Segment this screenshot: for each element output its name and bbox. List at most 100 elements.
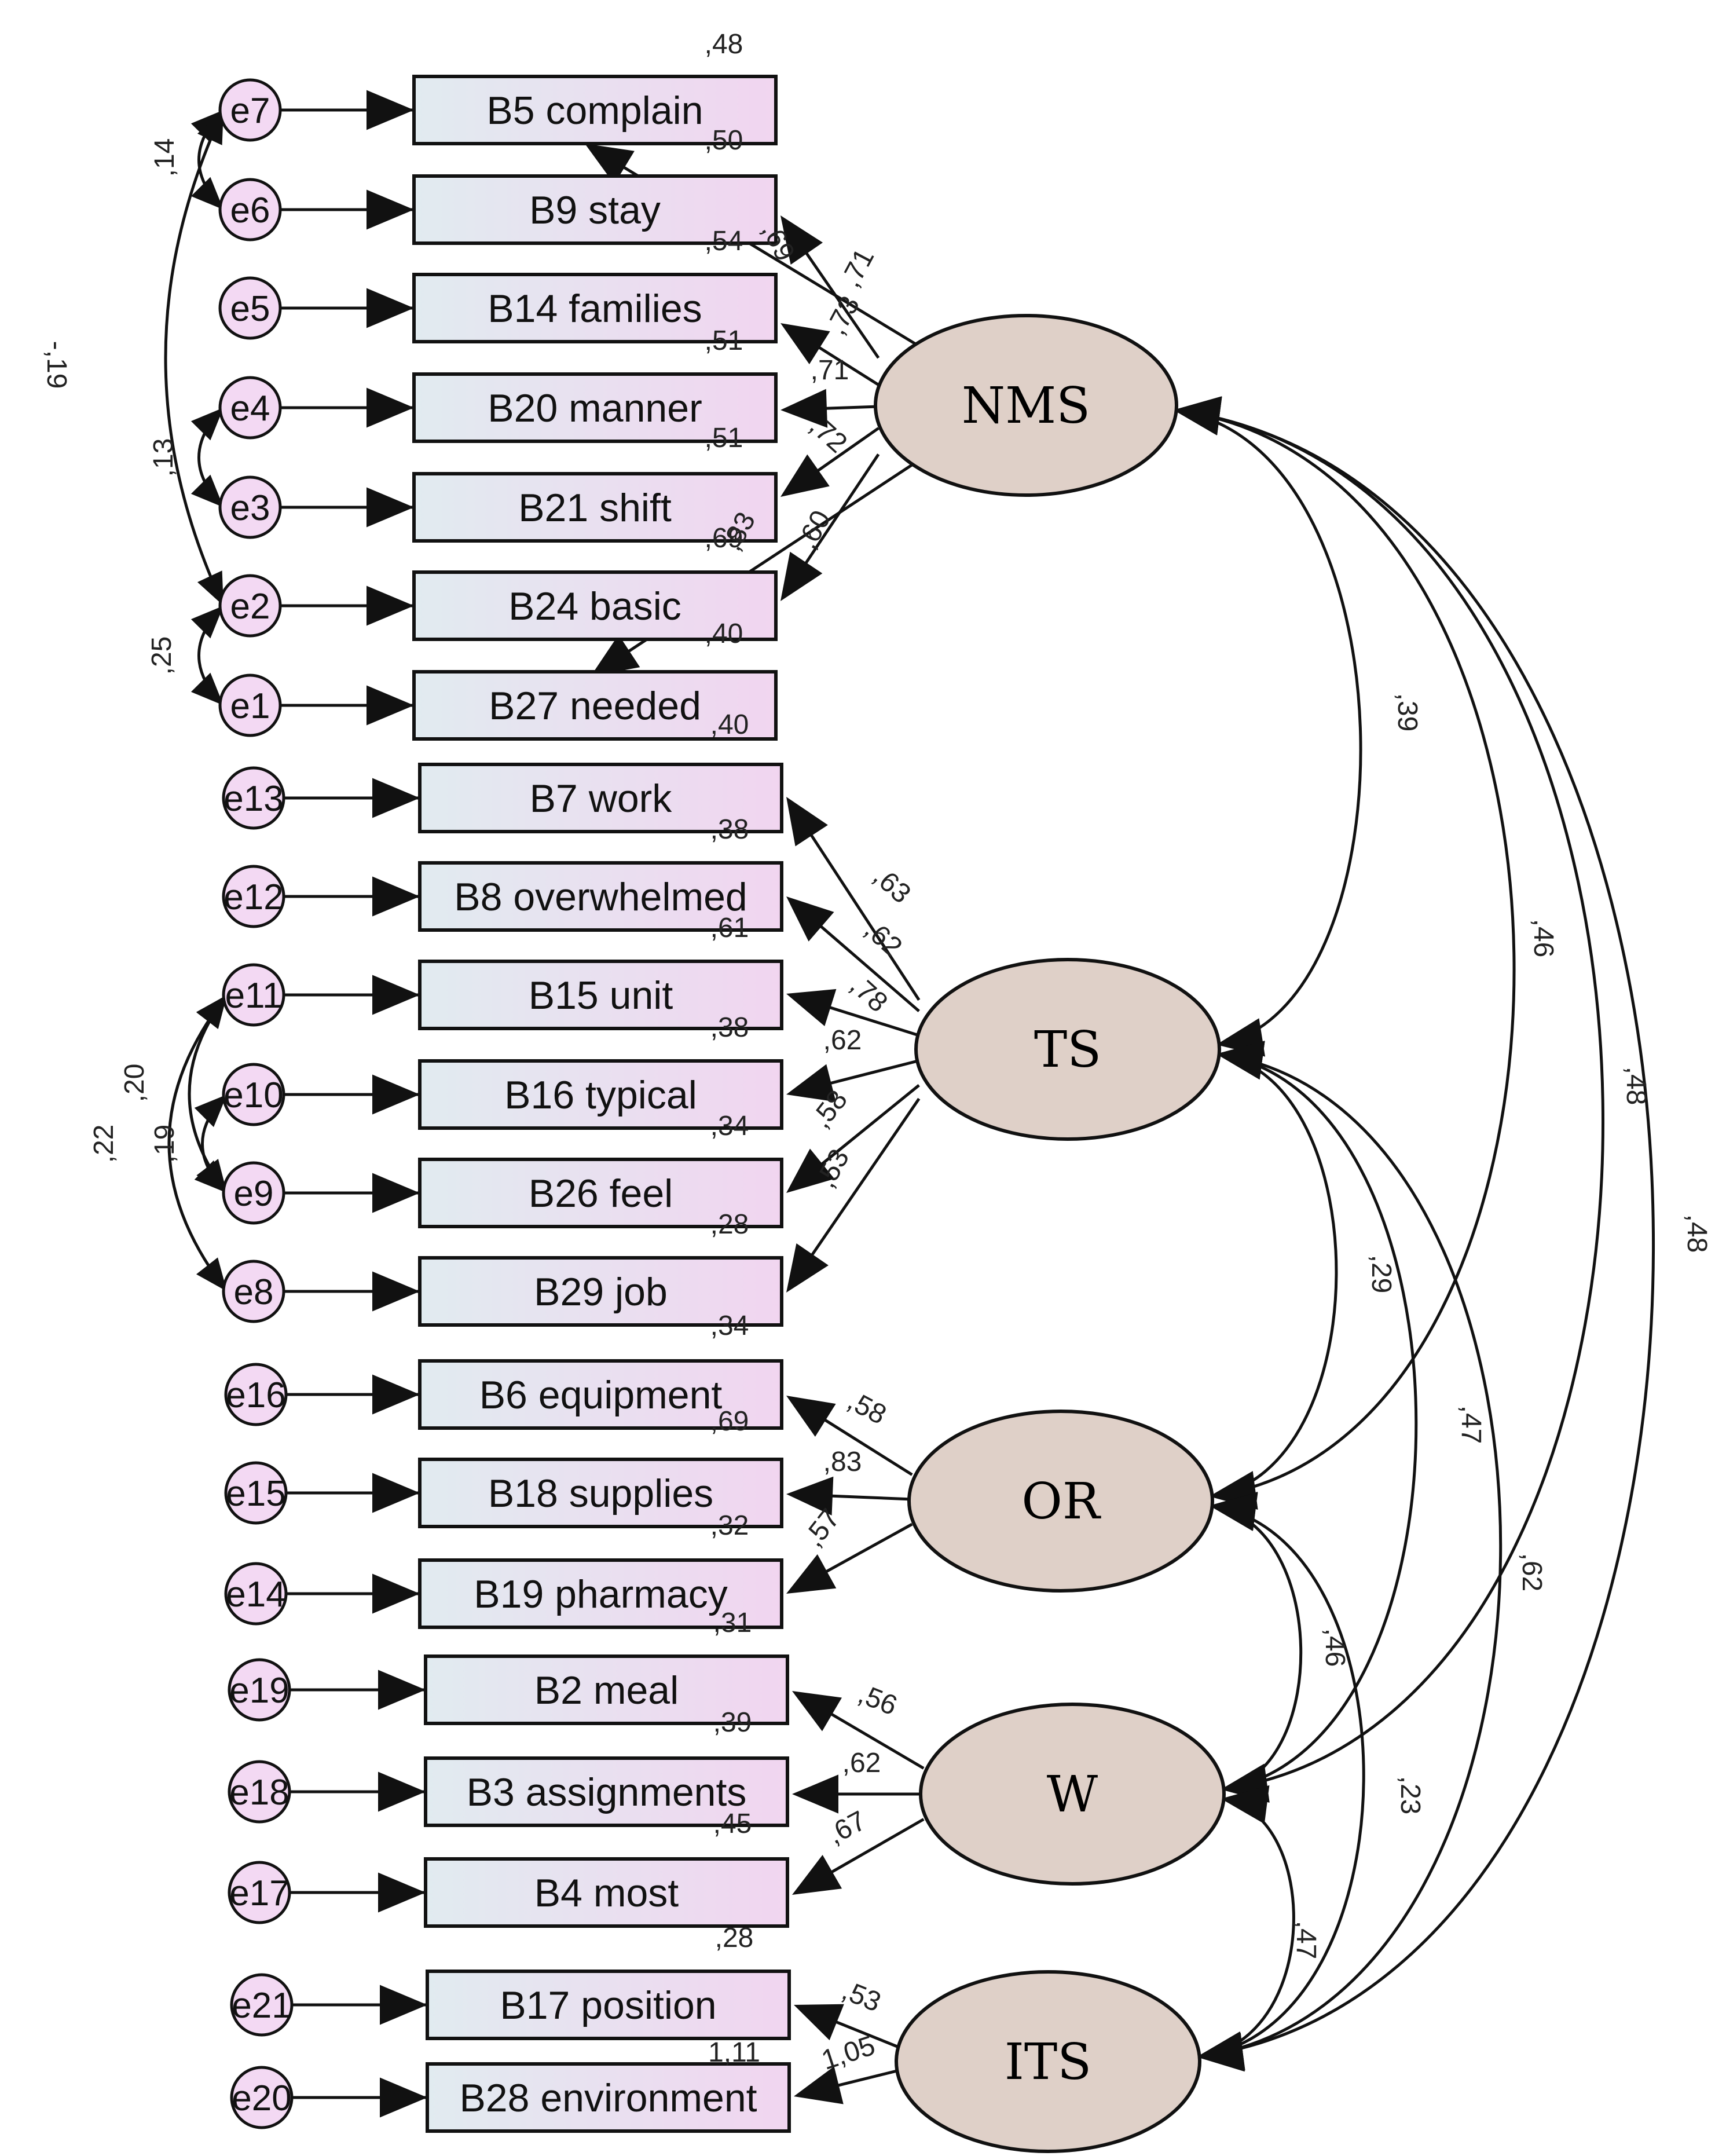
- error-term-circle: [218, 78, 282, 142]
- error-covariance-value: ,25: [146, 636, 177, 675]
- latent-factor-label: NMS: [962, 377, 1090, 435]
- error-term-circle: [218, 673, 282, 737]
- indicator-label: B20 manner: [488, 386, 702, 430]
- error-arrowhead: [367, 90, 414, 130]
- error-term-circle: [218, 376, 282, 440]
- error-term-label: e16: [226, 1375, 285, 1415]
- loading-arrowhead: [786, 1064, 836, 1102]
- indicator-label: B8 overwhelmed: [454, 875, 747, 919]
- loading-arrowhead: [786, 1476, 834, 1516]
- error-term-circle: [222, 1161, 285, 1225]
- r-squared-value: ,48: [705, 29, 743, 60]
- error-covariance-curve: [188, 994, 228, 1194]
- error-term-circle: [224, 1461, 288, 1525]
- loading-arrow: [798, 1097, 921, 1275]
- r-squared-value: ,38: [710, 1012, 749, 1043]
- error-term-circle: [218, 574, 282, 638]
- latent-factor-ellipse: [919, 1703, 1226, 1886]
- covariance-arrowhead: [197, 570, 223, 606]
- error-covariance-value: ,14: [149, 138, 180, 177]
- indicator-label: B3 assignments: [467, 1770, 747, 1814]
- error-term-label: e6: [230, 191, 270, 230]
- loading-arrow: [802, 910, 920, 1012]
- error-term-circle: [222, 1063, 285, 1126]
- error-arrowhead: [372, 1573, 420, 1614]
- indicator-label: B29 job: [534, 1270, 668, 1314]
- covariance-arrowhead: [194, 1095, 227, 1128]
- loading-arrowhead: [780, 389, 828, 428]
- error-term-label: e14: [226, 1575, 285, 1615]
- r-squared-value: ,54: [705, 226, 743, 257]
- factor-loading-value: ,83: [823, 1447, 862, 1477]
- r-squared-value: ,28: [710, 1209, 749, 1240]
- error-term-label: e2: [230, 587, 270, 627]
- indicator-label: B19 pharmacy: [474, 1572, 727, 1616]
- loading-arrow: [792, 453, 880, 583]
- indicator-label: B16 typical: [504, 1073, 697, 1117]
- indicator-box: [418, 1059, 783, 1130]
- error-term-circle: [222, 963, 285, 1027]
- factor-loading-value: ,71: [811, 355, 849, 386]
- error-term-label: e5: [230, 289, 270, 329]
- error-term-label: e8: [234, 1272, 274, 1312]
- error-term-circle: [222, 766, 285, 830]
- error-term-label: e11: [225, 976, 283, 1016]
- factor-correlation-value: ,23: [1395, 1776, 1425, 1815]
- indicator-label: B28 environment: [459, 2076, 757, 2120]
- error-covariance-value: ,20: [119, 1064, 150, 1103]
- error-arrowhead: [378, 1670, 426, 1710]
- r-squared-value: ,32: [710, 1510, 749, 1541]
- error-covariance-value: -,19: [41, 341, 72, 389]
- error-arrowhead: [367, 387, 414, 428]
- loading-arrowhead: [786, 1243, 829, 1293]
- loading-arrowhead: [780, 215, 823, 265]
- error-term-circle: [228, 1861, 291, 1924]
- indicator-box: [412, 670, 778, 741]
- correlation-arrowhead: [1196, 2033, 1245, 2072]
- indicator-label: B5 complain: [486, 89, 703, 133]
- latent-factor-ellipse: [907, 1410, 1214, 1593]
- indicator-box: [424, 1756, 789, 1827]
- covariance-arrowhead: [190, 177, 223, 210]
- factor-loading-value: ,57: [798, 1503, 846, 1553]
- loading-arrowhead: [786, 896, 834, 942]
- factor-loading-value: ,62: [823, 1025, 862, 1056]
- factor-loading-value: ,58: [842, 1385, 891, 1430]
- loading-arrowhead: [792, 1691, 842, 1732]
- indicator-label: B26 feel: [529, 1172, 673, 1216]
- error-arrowhead: [367, 585, 414, 626]
- error-term-label: e17: [229, 1873, 289, 1913]
- r-squared-value: 1,11: [708, 2037, 760, 2068]
- covariance-arrowhead: [190, 672, 223, 705]
- r-squared-value: ,50: [705, 125, 743, 156]
- indicator-box: [412, 75, 778, 145]
- factor-correlation-curve: [1196, 1504, 1365, 2059]
- error-term-circle: [222, 865, 285, 928]
- error-term-circle: [230, 1973, 294, 2037]
- indicator-label: B6 equipment: [479, 1373, 723, 1417]
- r-squared-value: ,40: [710, 709, 749, 740]
- factor-correlation-value: ,46: [1320, 1628, 1350, 1667]
- loading-arrowhead: [792, 1774, 838, 1814]
- indicator-box: [424, 1654, 789, 1725]
- error-term-circle: [218, 276, 282, 340]
- r-squared-value: ,34: [710, 1311, 749, 1341]
- indicator-label: B2 meal: [534, 1668, 679, 1712]
- indicator-box: [412, 174, 778, 245]
- latent-factor-label: TS: [1034, 1021, 1101, 1079]
- error-term-label: e9: [234, 1174, 274, 1214]
- loading-arrowhead: [786, 1148, 835, 1193]
- indicator-label: B18 supplies: [488, 1472, 713, 1516]
- error-term-label: e7: [230, 91, 270, 131]
- error-arrowhead: [372, 1271, 420, 1312]
- factor-loading-value: ,53: [838, 1975, 885, 2018]
- error-term-label: e15: [226, 1474, 285, 1514]
- factor-loading-value: ,62: [842, 1748, 881, 1778]
- loading-arrow: [803, 1084, 920, 1180]
- factor-loading-value: ,71: [835, 244, 880, 292]
- indicator-box: [418, 1158, 783, 1228]
- indicator-label: B7 work: [530, 777, 673, 821]
- error-arrowhead: [372, 1173, 420, 1213]
- loading-arrow: [792, 233, 880, 359]
